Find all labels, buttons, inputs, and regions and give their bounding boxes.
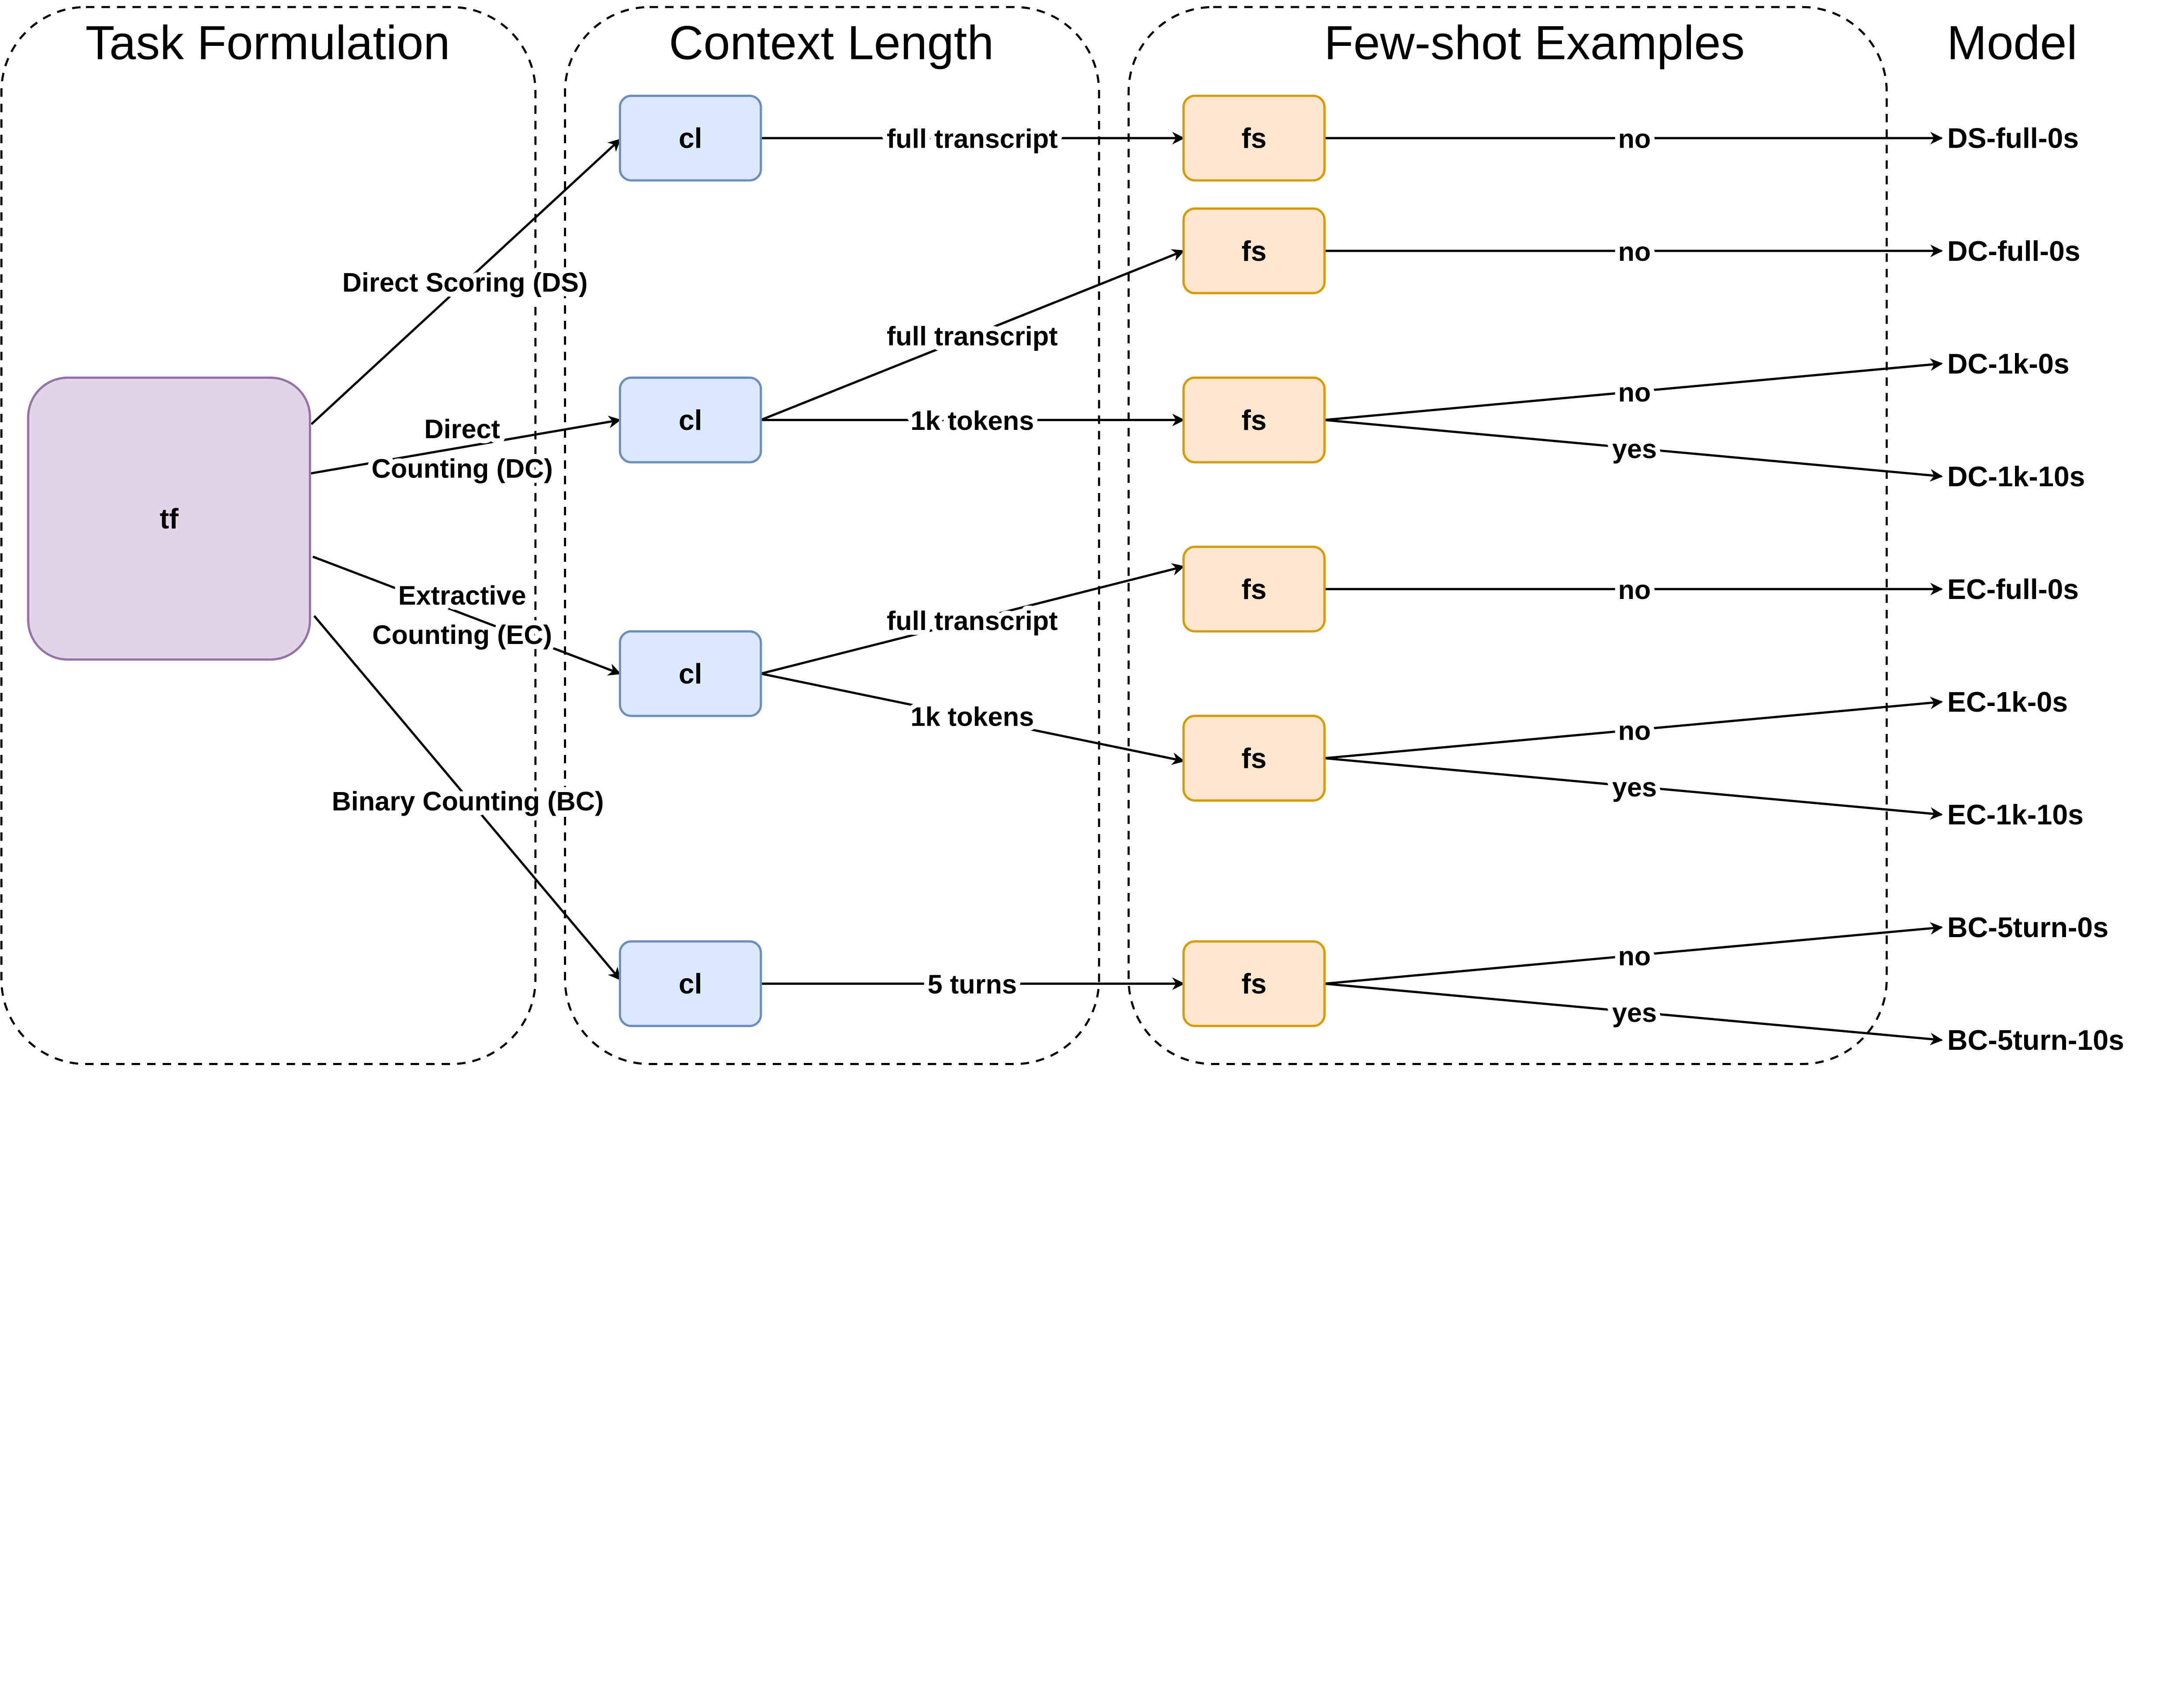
edge-label: 1k tokens xyxy=(910,406,1034,436)
node-box xyxy=(619,94,762,182)
edge-label: full transcript xyxy=(887,124,1058,154)
model-label: DC-full-0s xyxy=(1947,235,2080,267)
edge-tf-cl2 xyxy=(310,415,622,475)
edge-fs6-m7 xyxy=(1324,922,1943,985)
edge-label: full transcript xyxy=(887,606,1058,636)
edge-label: 5 turns xyxy=(928,969,1017,999)
node-label: fs xyxy=(1241,235,1266,267)
edge-label: 1k tokens xyxy=(910,702,1034,731)
node-box xyxy=(1182,94,1326,182)
edge-label: Extractive xyxy=(398,581,526,610)
node-label: cl xyxy=(679,123,702,154)
model-label: EC-1k-0s xyxy=(1947,686,2068,718)
edge-tf-cl1 xyxy=(311,138,621,425)
edge-label: full transcript xyxy=(887,321,1058,351)
edge-label: no xyxy=(1618,124,1651,154)
node-box xyxy=(1182,207,1326,294)
node-cl3: cl xyxy=(619,630,762,717)
node-fs5: fs xyxy=(1182,715,1326,802)
node-fs4: fs xyxy=(1182,546,1326,633)
edge-cl3-fs4 xyxy=(760,563,1185,675)
node-box xyxy=(27,376,311,661)
edge-label: no xyxy=(1618,575,1651,605)
edge-cl3-fs5 xyxy=(760,672,1185,765)
edge-tf-cl4 xyxy=(313,615,621,981)
node-label: tf xyxy=(160,503,179,535)
edge-label: Direct Scoring (DS) xyxy=(342,268,588,298)
edge-label: yes xyxy=(1612,772,1657,802)
model-label: BC-5turn-0s xyxy=(1947,912,2108,943)
node-box xyxy=(619,940,762,1027)
node-label: fs xyxy=(1241,743,1266,774)
edge-label: no xyxy=(1618,237,1651,266)
title-task-formulation: Task Formulation xyxy=(85,16,450,69)
node-fs3: fs xyxy=(1182,376,1326,464)
edge-label: yes xyxy=(1612,434,1657,464)
edge-label: no xyxy=(1618,716,1651,745)
node-box xyxy=(1182,715,1326,802)
edge-label: Direct xyxy=(424,414,500,444)
group-few-shot-examples xyxy=(1127,6,1888,1065)
edge-fs6-m8 xyxy=(1324,983,1943,1045)
edge-label: Counting (DC) xyxy=(371,454,553,484)
model-label: EC-1k-10s xyxy=(1947,799,2084,831)
title-model: Model xyxy=(1947,16,2077,69)
node-label: fs xyxy=(1241,574,1266,605)
model-label: DC-1k-0s xyxy=(1947,348,2070,380)
model-label: EC-full-0s xyxy=(1947,574,2079,605)
node-label: fs xyxy=(1241,123,1266,154)
model-label: BC-5turn-10s xyxy=(1947,1024,2124,1056)
edge-label: no xyxy=(1618,941,1651,971)
edge-cl2-fs2 xyxy=(760,249,1185,421)
node-tf: tf xyxy=(27,376,311,661)
model-label: DC-1k-10s xyxy=(1947,461,2085,492)
edge-label: Binary Counting (BC) xyxy=(332,786,604,816)
title-few-shot-examples: Few-shot Examples xyxy=(1324,16,1745,69)
node-box xyxy=(1182,376,1326,464)
edge-fs3-m2 xyxy=(1324,358,1943,421)
node-fs1: fs xyxy=(1182,94,1326,182)
edge-fs5-m6 xyxy=(1324,757,1943,820)
edge-label: no xyxy=(1618,377,1651,407)
node-box xyxy=(619,376,762,464)
node-box xyxy=(619,630,762,717)
edge-tf-cl3 xyxy=(312,555,622,676)
node-label: fs xyxy=(1241,405,1266,436)
node-label: cl xyxy=(679,405,702,436)
flow-diagram: Task Formulation Context Length Few-shot… xyxy=(0,6,2124,1065)
node-cl1: cl xyxy=(619,94,762,182)
node-label: fs xyxy=(1241,968,1266,1000)
node-label: cl xyxy=(679,968,702,1000)
edge-label: yes xyxy=(1612,998,1657,1028)
node-fs2: fs xyxy=(1182,207,1326,294)
node-cl2: cl xyxy=(619,376,762,464)
model-label: DS-full-0s xyxy=(1947,123,2079,154)
node-box xyxy=(1182,940,1326,1027)
edge-fs3-m3 xyxy=(1324,419,1943,482)
edge-label: Counting (EC) xyxy=(372,620,552,650)
node-fs6: fs xyxy=(1182,940,1326,1027)
node-cl4: cl xyxy=(619,940,762,1027)
node-label: cl xyxy=(679,658,702,690)
edge-fs5-m5 xyxy=(1324,696,1943,760)
title-context-length: Context Length xyxy=(669,16,994,69)
node-box xyxy=(1182,546,1326,633)
